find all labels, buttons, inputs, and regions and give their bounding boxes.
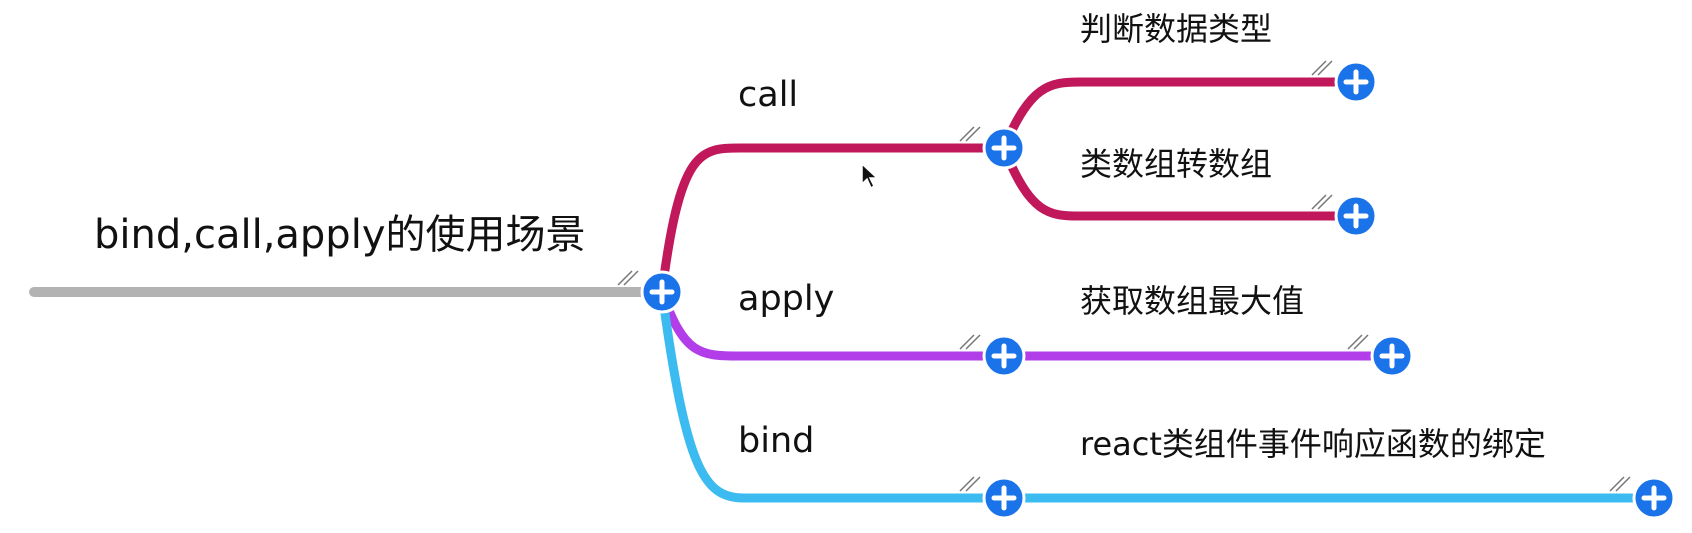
call-connector: [657, 143, 1009, 297]
expand-button-root[interactable]: [640, 270, 684, 314]
expand-button-apply[interactable]: [982, 334, 1026, 378]
expand-button-call[interactable]: [982, 126, 1026, 170]
labels: bind,call,apply的使用场景 call apply bind 判断数…: [94, 10, 1546, 463]
leaf-label-call-2: 类数组转数组: [1080, 145, 1272, 183]
plus-icon: [649, 279, 675, 305]
branch-label-apply: apply: [738, 279, 834, 319]
leaf-label-call-1: 判断数据类型: [1080, 10, 1272, 48]
leaf-label-bind-1: react类组件事件响应函数的绑定: [1080, 425, 1546, 463]
branch-label-call: call: [738, 75, 798, 115]
call-child-1-connector: [999, 77, 1361, 153]
plus-icon: [1641, 485, 1667, 511]
connectors: [29, 77, 1659, 503]
expand-button-bind-1[interactable]: [1632, 476, 1676, 520]
hash-call: [959, 126, 981, 142]
call-child-2-connector: [999, 143, 1361, 221]
expand-button-call-1[interactable]: [1334, 60, 1378, 104]
hash-marks: [617, 60, 1631, 492]
plus-icon: [991, 485, 1017, 511]
expand-buttons: [640, 60, 1676, 520]
hash-root: [617, 270, 639, 286]
expand-button-apply-1[interactable]: [1370, 334, 1414, 378]
branch-label-bind: bind: [738, 421, 814, 461]
hash-bind-1: [1609, 476, 1631, 492]
hash-bind: [959, 476, 981, 492]
root-label: bind,call,apply的使用场景: [94, 212, 585, 258]
plus-icon: [1343, 69, 1369, 95]
plus-icon: [991, 135, 1017, 161]
plus-icon: [1379, 343, 1405, 369]
plus-icon: [1343, 203, 1369, 229]
hash-apply: [959, 334, 981, 350]
expand-button-call-2[interactable]: [1334, 194, 1378, 238]
bind-connector: [657, 287, 1009, 503]
hash-apply-1: [1347, 334, 1369, 350]
leaf-label-apply-1: 获取数组最大值: [1080, 282, 1304, 320]
plus-icon: [991, 343, 1017, 369]
apply-connector: [657, 287, 1009, 361]
hash-call-2: [1311, 194, 1333, 210]
mouse-cursor-icon: [861, 162, 879, 190]
expand-button-bind[interactable]: [982, 476, 1026, 520]
hash-call-1: [1311, 60, 1333, 76]
